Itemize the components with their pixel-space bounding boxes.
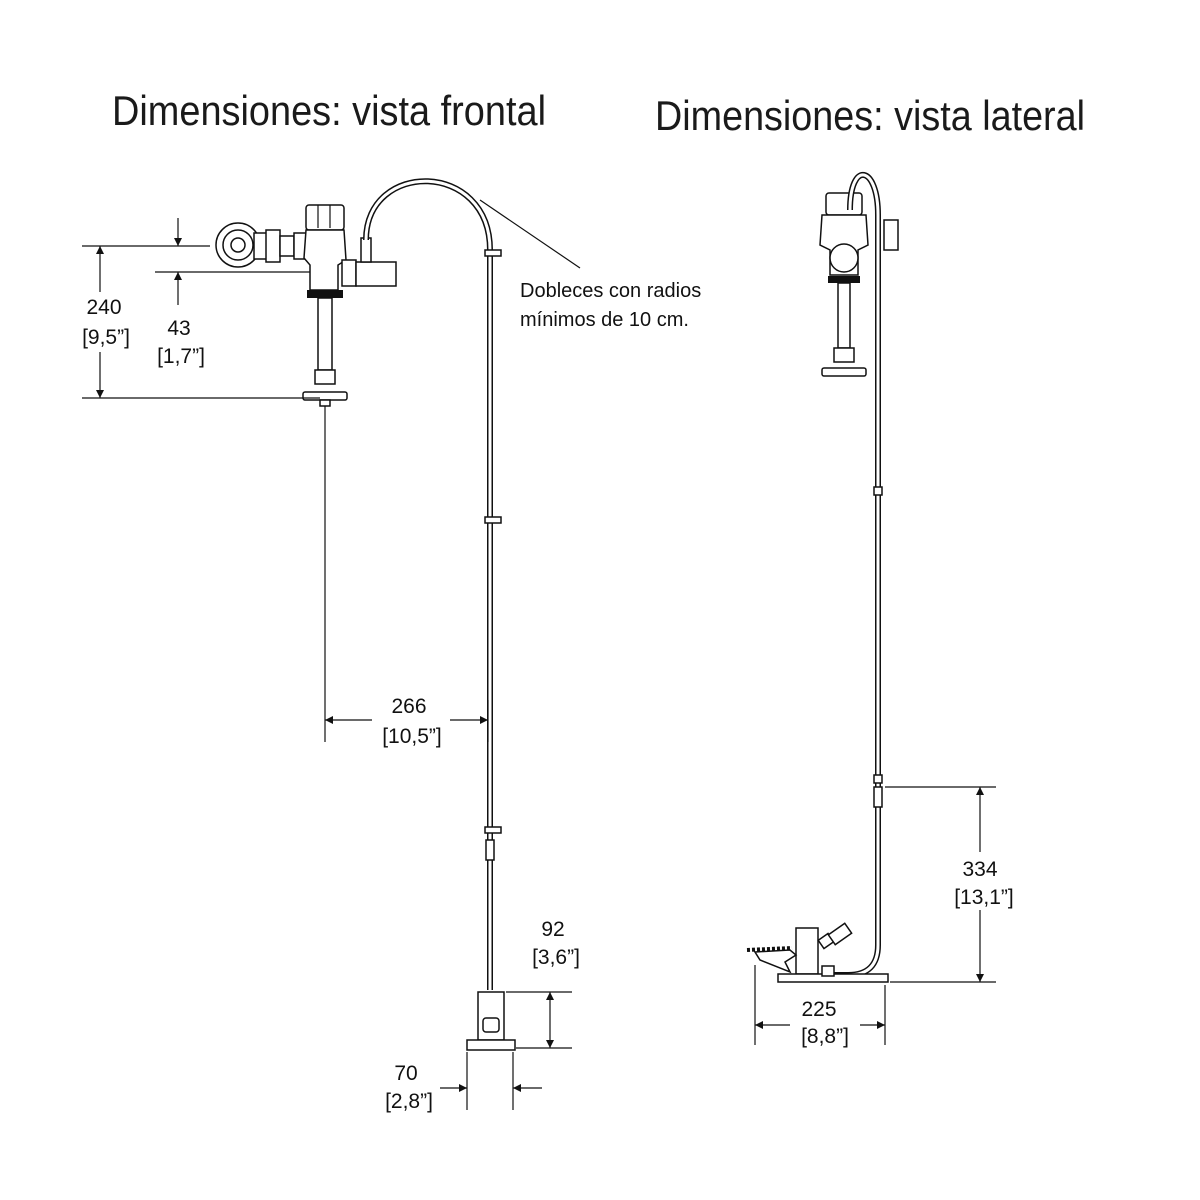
front-view-title: Dimensiones: vista frontal [112, 87, 546, 134]
dim-266-mm: 266 [391, 695, 426, 718]
dim-70-mm: 70 [394, 1062, 417, 1085]
dimension-70: 70 [2,8”] [385, 1052, 542, 1113]
dimension-225: 225 [8,8”] [754, 965, 886, 1048]
front-flush-valve [215, 204, 397, 407]
dimension-266: 266 [10,5”] [325, 692, 489, 748]
dim-334-mm: 334 [962, 858, 997, 881]
dim-92-mm: 92 [541, 918, 564, 941]
dimension-43: 43 [1,7”] [155, 218, 310, 368]
dimension-92: 92 [3,6”] [506, 918, 580, 1049]
front-foot-pedal [466, 991, 516, 1051]
note-line-1: Dobleces con radios [520, 280, 701, 302]
dimension-240: 240 [9,5”] [82, 245, 320, 399]
dim-43-mm: 43 [167, 317, 190, 340]
dim-92-in: [3,6”] [532, 946, 580, 969]
front-hose [363, 178, 502, 990]
side-flush-valve [819, 192, 899, 377]
dim-266-in: [10,5”] [382, 725, 442, 748]
side-hose [822, 172, 883, 978]
side-view-title: Dimensiones: vista lateral [655, 92, 1085, 139]
dim-334-in: [13,1”] [954, 886, 1014, 909]
dim-240-in: [9,5”] [82, 326, 130, 349]
dim-240-mm: 240 [86, 296, 121, 319]
side-foot-pedal [746, 922, 889, 983]
dim-43-in: [1,7”] [157, 345, 205, 368]
note-line-2: mínimos de 10 cm. [520, 309, 689, 331]
dimension-334: 334 [13,1”] [885, 786, 1020, 983]
dim-70-in: [2,8”] [385, 1090, 433, 1113]
dim-225-in: [8,8”] [801, 1025, 849, 1048]
dim-225-mm: 225 [801, 998, 836, 1021]
note-leader-line [479, 199, 581, 269]
